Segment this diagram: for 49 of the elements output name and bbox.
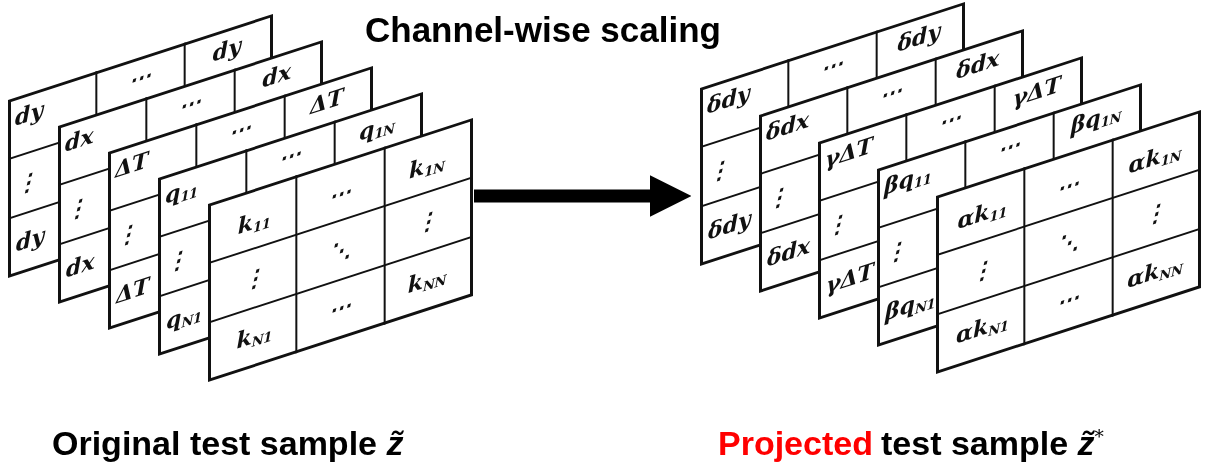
matrix-entry: γΔT [825, 133, 873, 171]
matrix-entry: δdy [707, 80, 750, 117]
matrix-entry: δdx [956, 45, 1000, 82]
title: Channel-wise scaling [365, 10, 721, 50]
matrix-entry: δdy [708, 206, 751, 243]
matrix-entry: δdx [767, 233, 811, 270]
matrix-entry: δdy [897, 18, 941, 55]
matrix-entry: ⋮ [767, 183, 789, 213]
matrix-entry: ⋮ [66, 194, 88, 224]
matrix-entry: ⋯ [329, 292, 352, 322]
matrix-entry: ⋮ [1143, 199, 1166, 229]
matrix-entry: ⋯ [229, 114, 252, 144]
matrix-entry: ⋮ [116, 220, 138, 250]
caption: Original test sample z̃ [52, 424, 404, 463]
matrix-entry: γΔT [826, 259, 874, 297]
caption: Projected [718, 424, 873, 463]
matrix-entry: γΔT [1012, 72, 1061, 110]
matrix-entry: ⋱ [329, 235, 352, 265]
matrix-entry: ΔT [115, 147, 149, 181]
matrix-entry: ΔT [116, 273, 150, 307]
matrix-entry: ⋯ [129, 62, 152, 92]
matrix-entry: ⋯ [1057, 170, 1080, 200]
matrix-entry: ⋯ [279, 140, 302, 170]
matrix-entry: ⋯ [880, 77, 903, 107]
caption: test sample z̃$^{*}$ [881, 424, 1104, 463]
matrix-entry: dx [66, 249, 95, 281]
matrix-entry: ⋯ [998, 131, 1021, 161]
matrix-entry: ⋮ [16, 168, 38, 198]
matrix-entry: dx [65, 123, 94, 155]
matrix-entry: δdx [766, 107, 810, 144]
matrix-entry: dx [262, 59, 292, 91]
matrix-entry: ⋱ [1057, 227, 1080, 257]
matrix-entry: ⋯ [1057, 284, 1080, 314]
arrow [474, 175, 692, 217]
matrix-entry: ⋮ [971, 255, 994, 285]
matrix-entry: ⋮ [885, 237, 907, 267]
matrix-entry: ⋮ [166, 246, 188, 276]
matrix-entry: ΔT [310, 84, 344, 118]
matrix-entry: ⋯ [821, 50, 844, 80]
matrix-entry: ⋯ [939, 104, 962, 134]
matrix-entry: dy [15, 97, 44, 129]
matrix-entry: ⋮ [415, 207, 438, 237]
matrix-entry: ⋮ [243, 263, 266, 293]
matrix-entry: ⋯ [329, 178, 352, 208]
matrix-entry: dy [16, 223, 45, 255]
matrix-entry: ⋮ [826, 210, 848, 240]
matrix-entry: ⋮ [708, 156, 730, 186]
matrix-entry: ⋯ [179, 88, 202, 118]
matrix-entry: dy [212, 33, 241, 65]
